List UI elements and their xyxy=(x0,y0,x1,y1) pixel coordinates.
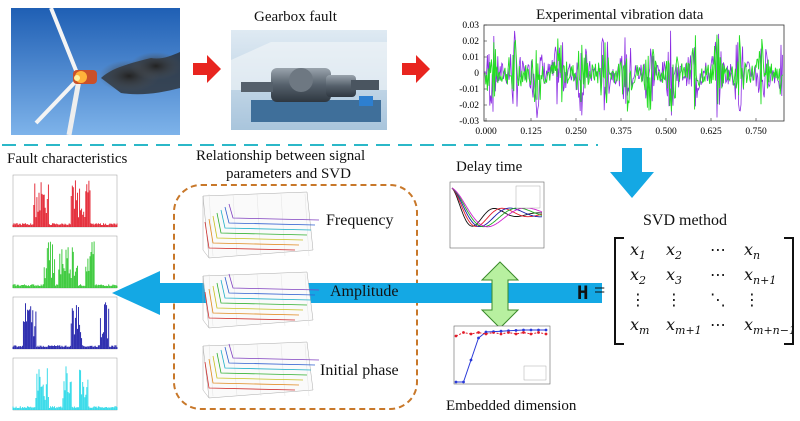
matrix-cell: ⋯ xyxy=(710,265,726,284)
matrix-cell: ⋯ xyxy=(710,315,726,334)
experimental-vibration-data-label: Experimental vibration data xyxy=(536,7,704,23)
vibration-x-tick-label: 0.625 xyxy=(700,127,722,137)
spectrum-trace xyxy=(12,366,118,410)
matrix-cell: x3 xyxy=(666,265,683,288)
fault-spectra-stack xyxy=(1,171,121,416)
relationship-title-line2: parameters and SVD xyxy=(226,166,351,182)
initial-phase-waterfall-plot xyxy=(189,340,320,408)
matrix-cell: ⋯ xyxy=(710,240,726,259)
waterfall-trace xyxy=(228,203,320,221)
waterfall-trace xyxy=(208,218,300,246)
arrow-down-icon xyxy=(610,148,654,198)
matrix-cell: xn+1 xyxy=(744,265,777,288)
waterfall-trace xyxy=(220,279,312,301)
vibration-y-tick-label: 0.01 xyxy=(462,53,479,63)
gearbox-image xyxy=(231,30,387,130)
delay-time-plot xyxy=(436,178,548,262)
arrow-right-icon xyxy=(402,55,430,83)
waterfall-trace xyxy=(216,282,308,306)
matrix-cell: x2 xyxy=(630,265,647,288)
vibration-x-tick-label: 0.250 xyxy=(565,127,587,137)
delay-time-trace xyxy=(451,187,543,227)
waterfall-trace xyxy=(224,346,316,366)
delay-time-trace xyxy=(451,187,543,227)
arrow-left-icon xyxy=(112,271,602,315)
vibration-x-tick-label: 0.750 xyxy=(745,127,767,137)
frequency-label: Frequency xyxy=(326,212,394,229)
delay-time-trace xyxy=(451,187,543,228)
matrix-cell: xm+1 xyxy=(666,315,702,338)
arrow-right-icon xyxy=(193,55,221,83)
vibration-x-tick-label: 0.000 xyxy=(475,127,497,137)
waterfall-trace xyxy=(224,276,316,296)
waterfall-trace xyxy=(220,209,312,231)
spectrum-trace xyxy=(12,180,118,227)
dashed-separator xyxy=(2,144,598,146)
embedded-dimension-label: Embedded dimension xyxy=(446,398,577,414)
vibration-y-tick-label: -0.01 xyxy=(459,85,479,95)
waterfall-trace xyxy=(216,352,308,376)
waterfall-trace xyxy=(224,206,316,226)
matrix-cell: x1 xyxy=(630,240,647,263)
waterfall-trace xyxy=(220,349,312,371)
waterfall-trace xyxy=(228,343,320,361)
matrix-cell: ⋱ xyxy=(710,290,726,309)
vibration-signal-chart: 0.03 0.02 0.01 0 -0.01 -0.02 -0.03 0.000 0.125 0… xyxy=(426,21,800,144)
waterfall-trace xyxy=(212,285,304,311)
matrix-equals: = xyxy=(594,280,606,302)
matrix-cell: xm+n−1 xyxy=(744,315,796,338)
waterfall-trace xyxy=(216,212,308,236)
delay-time-label: Delay time xyxy=(456,159,523,175)
fault-characteristics-label: Fault characteristics xyxy=(7,151,128,167)
spectrum-panel xyxy=(12,174,118,228)
vibration-y-tick-label: -0.03 xyxy=(459,117,479,127)
waterfall-trace xyxy=(204,361,296,391)
amplitude-label: Amplitude xyxy=(330,283,399,300)
matrix-cell: ⋮ xyxy=(666,290,682,309)
waterfall-trace xyxy=(204,221,296,251)
vibration-x-tick-label: 0.375 xyxy=(610,127,632,137)
wind-turbine-fire-photo xyxy=(11,8,180,135)
delay-time-trace xyxy=(451,187,543,228)
vibration-y-tick-label: -0.02 xyxy=(459,101,479,111)
matrix-cell: ⋮ xyxy=(630,290,646,309)
waterfall-trace xyxy=(228,273,320,291)
spectrum-trace xyxy=(12,302,118,349)
vibration-x-tick-label: 0.125 xyxy=(520,127,542,137)
embedded-dimension-trace xyxy=(456,329,546,383)
vibration-y-tick-label: 0 xyxy=(474,69,479,79)
vibration-x-tick-label: 0.500 xyxy=(655,127,677,137)
embedded-dimension-plot xyxy=(444,322,554,394)
vibration-y-tick-label: 0.03 xyxy=(462,21,479,31)
matrix-cell: ⋮ xyxy=(744,290,760,309)
matrix-cell: xm xyxy=(630,315,650,338)
matrix-symbol: H xyxy=(577,282,589,304)
matrix-cell: xn xyxy=(744,240,761,263)
double-arrow-icon xyxy=(480,261,520,329)
waterfall-trace xyxy=(212,355,304,381)
initial-phase-label: Initial phase xyxy=(320,362,399,379)
waterfall-trace xyxy=(208,288,300,316)
matrix-cell: x2 xyxy=(666,240,683,263)
waterfall-trace xyxy=(208,358,300,386)
embedded-dimension-trace xyxy=(455,331,547,337)
svd-method-label: SVD method xyxy=(643,212,727,229)
waterfall-trace xyxy=(212,215,304,241)
vibration-y-tick-label: 0.02 xyxy=(462,37,479,47)
relationship-title-line1: Relationship between signal xyxy=(196,148,366,164)
gearbox-fault-label: Gearbox fault xyxy=(254,9,337,25)
frequency-waterfall-plot xyxy=(189,190,320,268)
spectrum-trace xyxy=(12,241,118,288)
amplitude-waterfall-plot xyxy=(189,270,320,338)
waterfall-trace xyxy=(204,291,296,321)
